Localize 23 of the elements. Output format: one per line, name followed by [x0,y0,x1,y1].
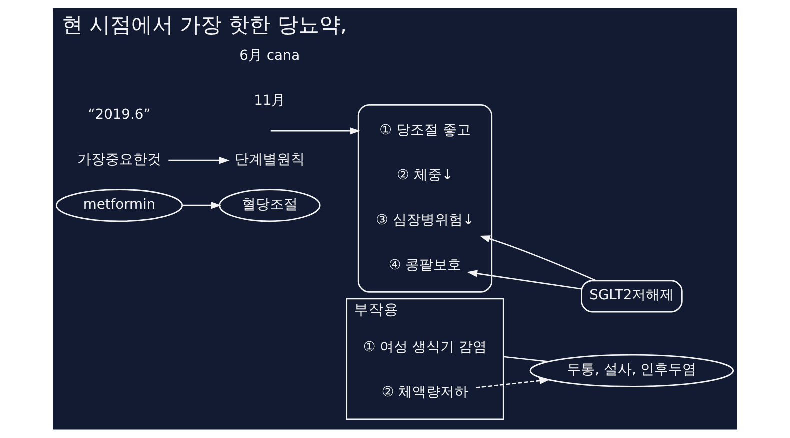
arrow [270,128,361,135]
node-ellipse: 두통, 설사, 인후두염 [530,354,734,388]
arrow [480,236,597,282]
diagram-title: 현 시점에서 가장 핫한 당뇨약, [62,12,347,37]
node-ellipse: metformin [56,189,184,222]
label: 11月 [254,93,286,110]
arrow [476,377,550,389]
node-text: ① 여성 생식기 감염 [363,340,488,356]
arrow [182,202,222,210]
label: 6月 cana [240,48,300,64]
connector [503,356,548,362]
node-text: ③ 심장병위험↓ [376,212,474,228]
node-text: ② 체액량저하 [382,384,469,401]
node-text: 가장중요한것 [77,152,162,168]
node-text: ② 체중↓ [397,167,454,184]
node-ellipse: 혈당조절 [219,189,321,222]
node-text: ① 당조절 좋고 [380,122,471,138]
node-box: SGLT2저해제 [581,280,683,313]
arrow [467,270,582,290]
arrow [168,156,230,164]
node-text: 단계별원칙 [234,152,305,168]
node-text: ④ 콩팥보호 [388,257,462,274]
label: “2019.6” [88,106,151,123]
